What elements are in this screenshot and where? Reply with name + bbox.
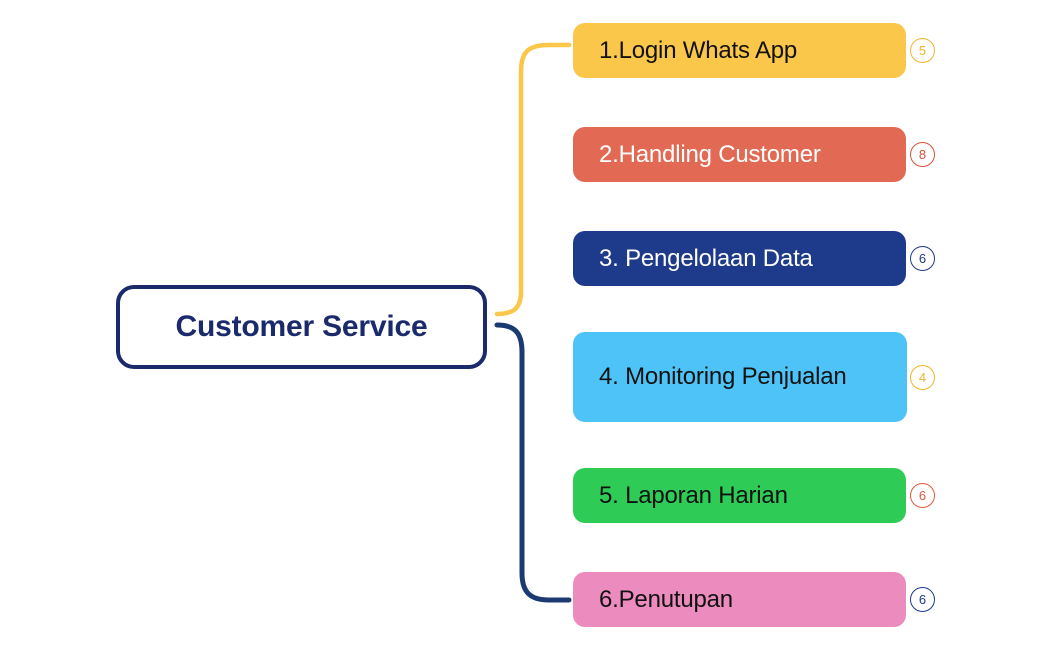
node-penutupan[interactable]: 6.Penutupan <box>573 572 906 627</box>
node-pengelolaan-data[interactable]: 3. Pengelolaan Data <box>573 231 906 286</box>
badge-value: 6 <box>918 251 927 266</box>
root-node[interactable]: Customer Service <box>116 285 487 369</box>
badge-node-5[interactable]: 6 <box>910 483 935 508</box>
upper-bracket-path <box>494 42 572 317</box>
root-node-label: Customer Service <box>175 310 428 343</box>
badge-value: 6 <box>918 592 927 607</box>
node-handling-customer[interactable]: 2.Handling Customer <box>573 127 906 182</box>
node-monitoring-penjualan[interactable]: 4. Monitoring Penjualan <box>573 332 907 422</box>
node-label: 2.Handling Customer <box>599 140 821 168</box>
badge-node-6[interactable]: 6 <box>910 587 935 612</box>
badge-node-2[interactable]: 8 <box>910 142 935 167</box>
node-label: 4. Monitoring Penjualan <box>599 363 847 390</box>
node-label: 5. Laporan Harian <box>599 481 788 509</box>
node-label: 6.Penutupan <box>599 585 733 613</box>
badge-node-4[interactable]: 4 <box>910 365 935 390</box>
badge-node-3[interactable]: 6 <box>910 246 935 271</box>
badge-node-1[interactable]: 5 <box>910 38 935 63</box>
node-label: 1.Login Whats App <box>599 36 798 64</box>
node-login-whats-app[interactable]: 1.Login Whats App <box>573 23 906 78</box>
node-laporan-harian[interactable]: 5. Laporan Harian <box>573 468 906 523</box>
badge-value: 4 <box>918 370 927 385</box>
badge-value: 5 <box>918 43 927 58</box>
badge-value: 6 <box>918 488 927 503</box>
badge-value: 8 <box>918 147 927 162</box>
node-label: 3. Pengelolaan Data <box>599 244 813 272</box>
lower-bracket-path <box>494 322 572 603</box>
